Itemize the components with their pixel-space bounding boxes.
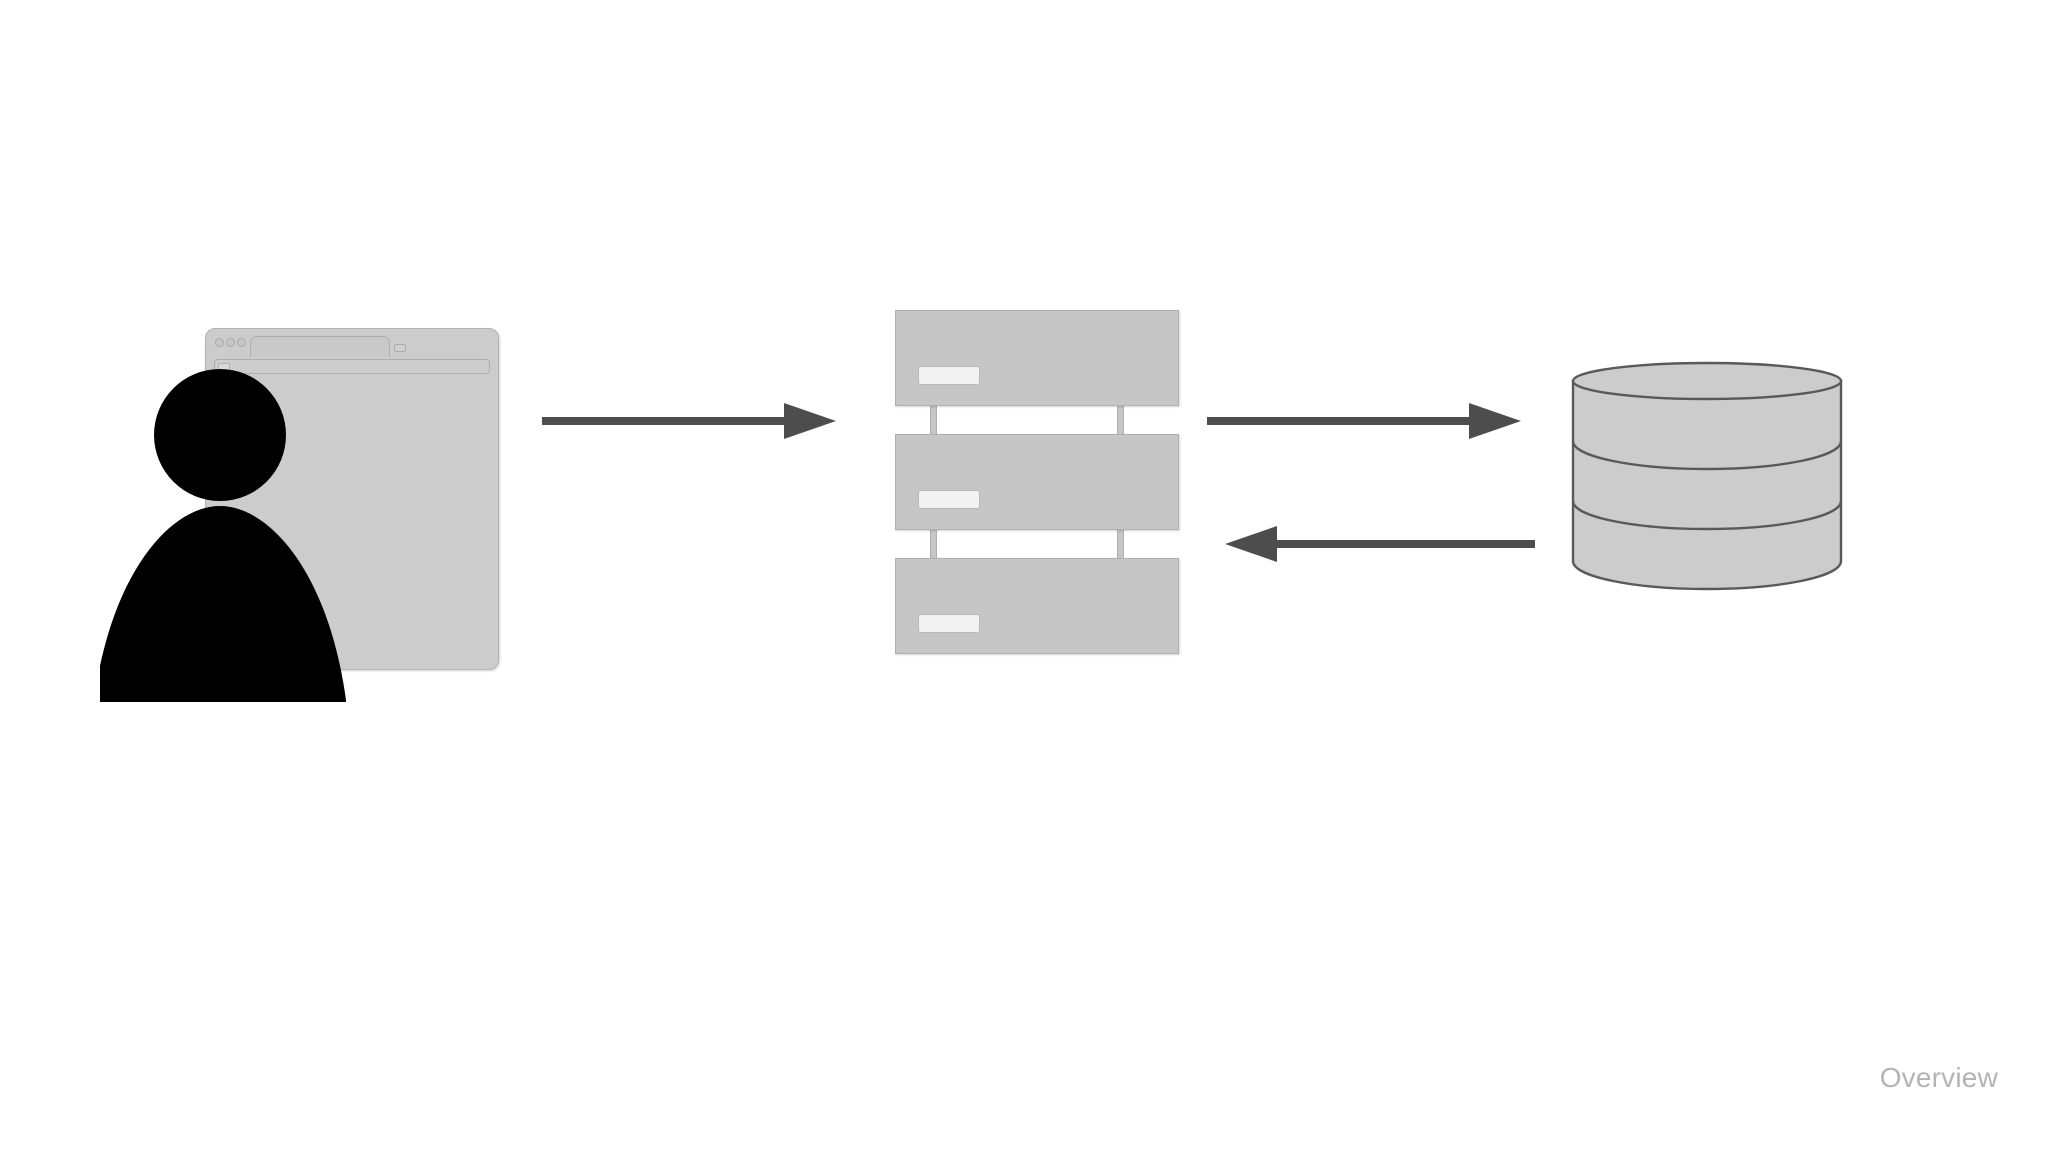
database-node[interactable] — [1565, 355, 1855, 600]
server-unit[interactable] — [895, 310, 1179, 406]
rack-rail — [1117, 405, 1124, 435]
maximize-dot-icon — [237, 338, 246, 347]
arrow-server-to-database — [1207, 403, 1521, 439]
traffic-lights-icon — [215, 338, 246, 347]
rack-rail — [930, 529, 937, 559]
rack-rail — [930, 405, 937, 435]
diagram-caption: Overview — [1879, 1062, 1998, 1093]
browser-address-bar — [214, 359, 490, 374]
browser-tab — [250, 336, 390, 357]
database-cylinder-icon — [1571, 361, 1843, 591]
server-rack-node[interactable] — [895, 310, 1185, 655]
server-unit[interactable] — [895, 434, 1179, 530]
minimize-dot-icon — [226, 338, 235, 347]
server-led-icon — [918, 366, 980, 385]
arrow-database-to-server — [1225, 526, 1535, 562]
client-node[interactable] — [100, 320, 520, 720]
person-icon — [100, 369, 346, 702]
browser-titlebar — [206, 329, 498, 357]
tab-close-icon — [394, 344, 406, 352]
server-led-icon — [918, 490, 980, 509]
arrow-client-to-server — [542, 403, 836, 439]
close-dot-icon — [215, 338, 224, 347]
server-unit[interactable] — [895, 558, 1179, 654]
rack-rail — [1117, 529, 1124, 559]
server-led-icon — [918, 614, 980, 633]
